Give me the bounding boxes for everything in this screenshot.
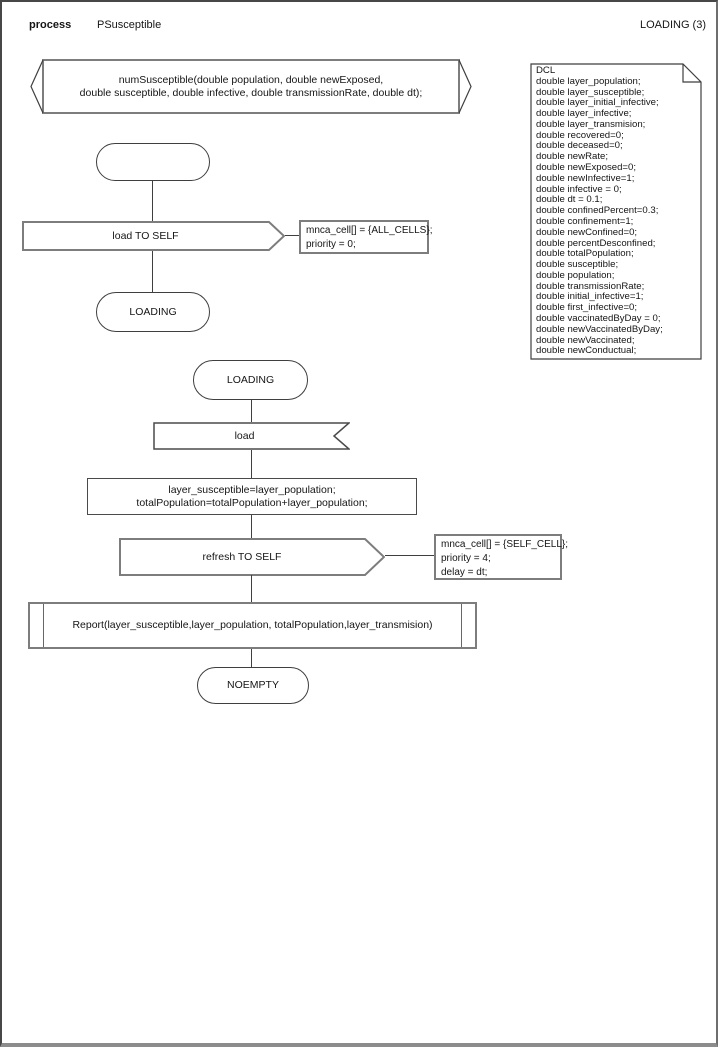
text-line: double layer_infective; [536,108,632,120]
state-loading-1-label: LOADING [129,305,177,318]
state-loading-1-shape[interactable]: LOADING [96,292,210,332]
text-line: double susceptible; [536,259,619,271]
text-line: double newConfined=0; [536,226,638,238]
state-loading-2-shape[interactable]: LOADING [193,360,308,400]
connector-line [385,555,434,556]
process-name: PSusceptible [97,19,162,31]
signal-input-outline [153,422,350,450]
start-state-shape[interactable] [96,143,210,181]
note-self-cell-text: mnca_cell[] = {SELF_CELL}; priority = 4; d… [441,538,569,580]
procedure-declaration-text: numSusceptible(double population, double… [79,73,423,99]
note-all-cells[interactable]: mnca_cell[] = {ALL_CELLS}; priority = 0; [299,220,433,254]
text-line: double newExposed=0; [536,162,637,174]
output-load-to-self-label: load TO SELF [112,229,179,242]
text-line: double deceased=0; [536,140,623,152]
text-line: double layer_initial_infective; [536,97,659,109]
text-line: double layer_susceptible; [536,86,645,98]
diagram-kind-label: process [29,19,72,31]
text-line: double layer_transmision; [536,118,646,130]
text-line: double initial_infective=1; [536,291,644,303]
text-line: DCL [536,65,556,76]
task-assignment-shape[interactable]: layer_susceptible=layer_population; tota… [87,478,417,515]
text-line: double percentDesconfined; [536,237,656,249]
text-line: delay = dt; [441,567,488,578]
connector-line [251,450,252,478]
text-line: double totalPopulation; [536,248,634,260]
procedure-declaration-outline [30,59,472,114]
text-line: double confinement=1; [536,215,634,227]
connector-line [285,235,299,236]
text-line: double population; [536,269,615,281]
state-noempty-label: NOEMPTY [227,679,279,691]
text-line: priority = 4; [441,553,491,564]
page-status-label: LOADING (3) [639,19,706,31]
signal-output-outline [119,538,385,576]
text-line: double recovered=0; [536,129,624,141]
text-line: priority = 0; [306,239,356,250]
state-noempty-shape[interactable]: NOEMPTY [197,667,309,704]
output-refresh-to-self-shape[interactable]: refresh TO SELF [119,538,385,576]
task-assignment-text: layer_susceptible=layer_population; tota… [136,483,368,509]
input-load-shape[interactable]: load [153,422,350,450]
procedure-call-left-bar [43,604,44,647]
text-line: double transmissionRate; [536,280,645,292]
text-line: mnca_cell[] = {ALL_CELLS}; [306,225,433,236]
connector-line [251,515,252,538]
text-line: double infective = 0; [536,183,622,195]
procedure-declaration-shape[interactable]: numSusceptible(double population, double… [30,59,472,114]
output-load-to-self-shape[interactable]: load TO SELF [22,221,285,251]
text-line: double layer_population; [536,75,641,87]
text-line: double newVaccinatedByDay; [536,323,663,335]
connector-line [251,575,252,602]
text-line: double confinedPercent=0.3; [536,205,659,217]
connector-line [152,251,153,292]
procedure-call-report-shape[interactable]: Report(layer_susceptible,layer_populatio… [28,602,477,649]
text-line: double newRate; [536,151,609,163]
text-line: double dt = 0.1; [536,194,603,206]
output-refresh-to-self-label: refresh TO SELF [202,550,282,563]
procedure-call-right-bar [461,604,462,647]
note-self-cell[interactable]: mnca_cell[] = {SELF_CELL}; priority = 4; d… [434,534,569,580]
text-line: double newInfective=1; [536,172,635,184]
signal-output-outline [22,221,285,251]
text-line: double newVaccinated; [536,334,635,346]
procedure-call-report-label: Report(layer_susceptible,layer_populatio… [72,619,433,631]
text-line: double vaccinatedByDay = 0; [536,312,661,324]
connector-line [251,649,252,667]
text-line: double first_infective=0; [536,302,638,314]
state-loading-2-label: LOADING [226,373,275,386]
text-line: mnca_cell[] = {SELF_CELL}; [441,539,569,550]
connector-line [251,400,252,422]
input-load-label: load [234,429,255,442]
connector-line [152,181,153,221]
text-line: double newConductual; [536,345,637,357]
note-dogear-icon [530,63,702,360]
note-all-cells-text: mnca_cell[] = {ALL_CELLS}; priority = 0; [306,224,433,252]
